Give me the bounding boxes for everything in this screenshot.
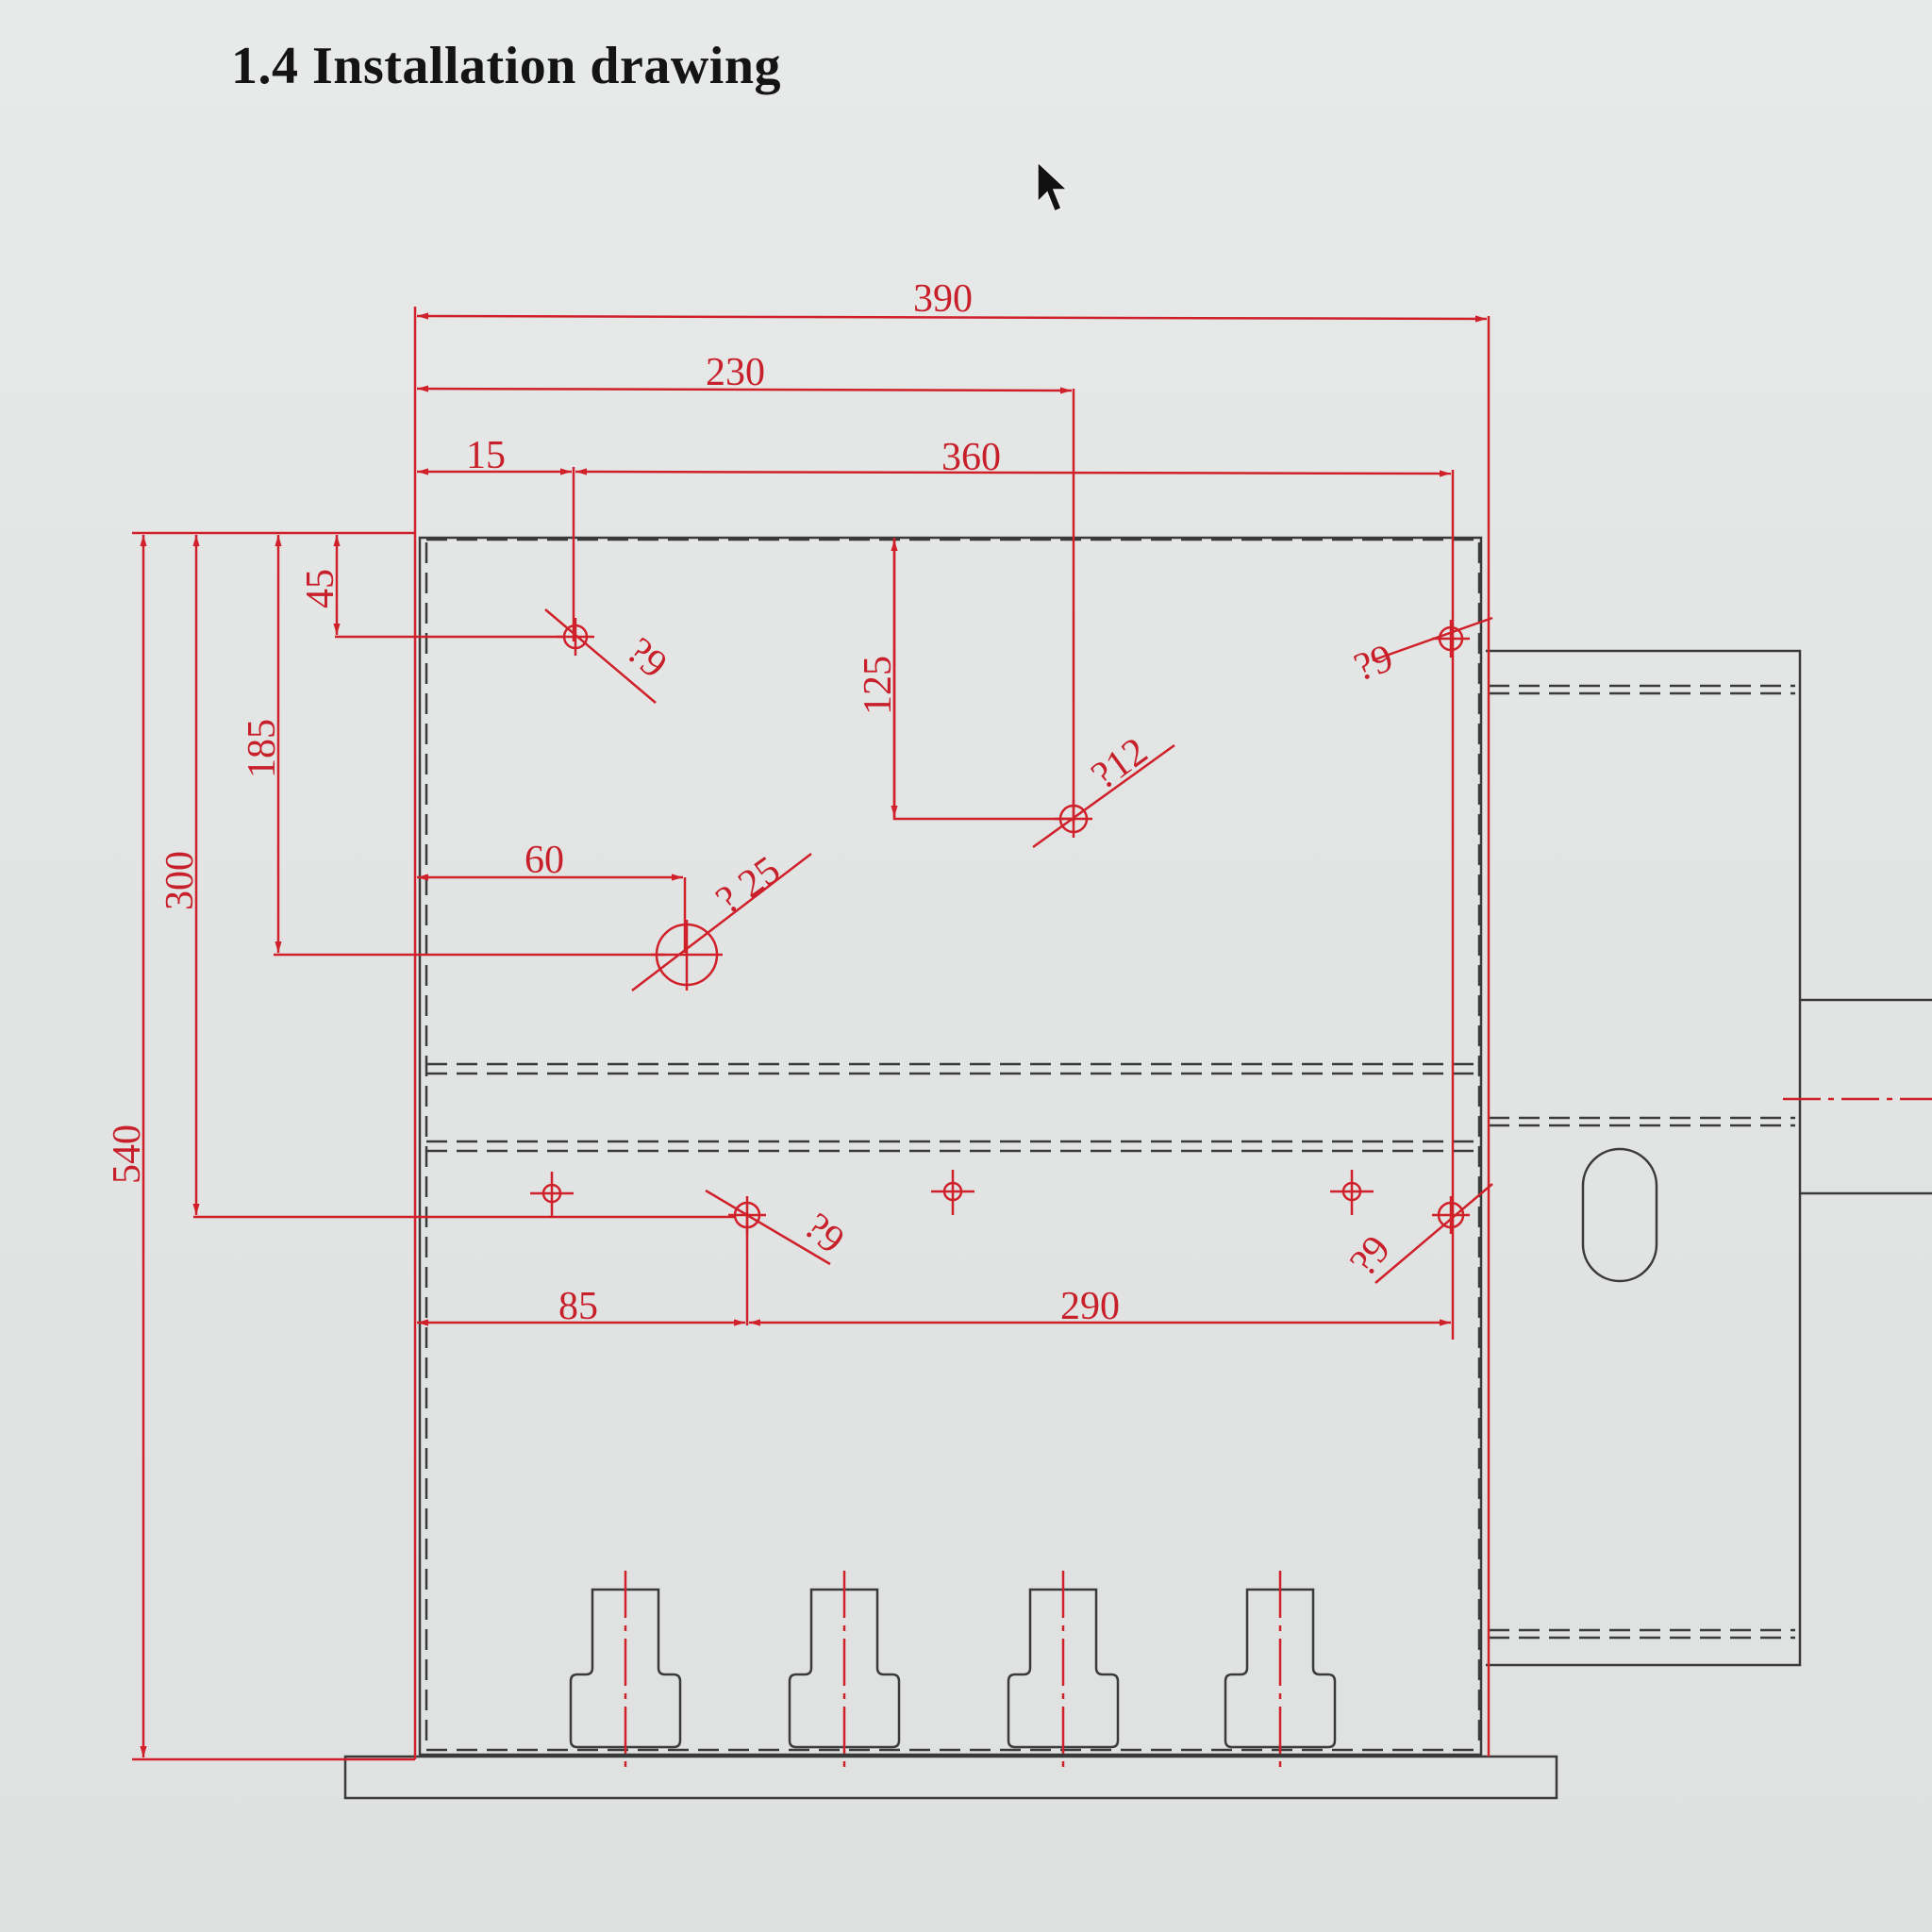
- terminal-1: [569, 1588, 682, 1749]
- hole-top-left: [544, 608, 657, 704]
- dim-185: 185: [241, 719, 284, 778]
- hole-label-large: ? 25: [708, 848, 789, 923]
- cabinet-body: [418, 536, 1483, 1757]
- dimension-lines: [132, 307, 1932, 1774]
- hole-label-top-right: ?9: [1349, 637, 1399, 691]
- dim-540: 540: [106, 1124, 149, 1184]
- dim-60: 60: [525, 839, 564, 882]
- terminal-2: [788, 1588, 901, 1749]
- dim-85: 85: [558, 1285, 598, 1328]
- hole-bottom-right: [1374, 1183, 1493, 1284]
- hole-large: [631, 853, 812, 991]
- terminal-3: [1007, 1588, 1120, 1749]
- dim-300: 300: [158, 851, 202, 910]
- dim-290: 290: [1060, 1285, 1120, 1328]
- base-plate: [343, 1755, 1558, 1800]
- oval-slot: [1581, 1147, 1658, 1283]
- terminals: [569, 1588, 1337, 1749]
- hole-bottom-left: [705, 1189, 831, 1266]
- cabinet-outline: [343, 536, 1932, 1800]
- hole-center: [1032, 743, 1175, 849]
- arrow-cursor-icon: [1037, 160, 1069, 212]
- dim-230: 230: [706, 351, 765, 394]
- holes: [530, 608, 1493, 1284]
- dim-125: 125: [857, 656, 900, 715]
- hidden-lines: [425, 538, 1795, 1752]
- terminal-4: [1224, 1588, 1337, 1749]
- dim-45: 45: [299, 569, 342, 608]
- hole-label-center: ?12: [1084, 729, 1156, 798]
- hole-top-right: [1372, 616, 1493, 662]
- page-title: 1.4 Installation drawing: [231, 37, 781, 95]
- hole-label-bottom-left: ?9: [796, 1205, 853, 1262]
- dim-15: 15: [466, 434, 506, 477]
- dim-360: 360: [941, 436, 1001, 479]
- marker-holes: [530, 1170, 1374, 1217]
- hole-label-bottom-right: ?9: [1341, 1227, 1399, 1284]
- side-box: [1486, 649, 1802, 1667]
- dim-390: 390: [913, 277, 973, 321]
